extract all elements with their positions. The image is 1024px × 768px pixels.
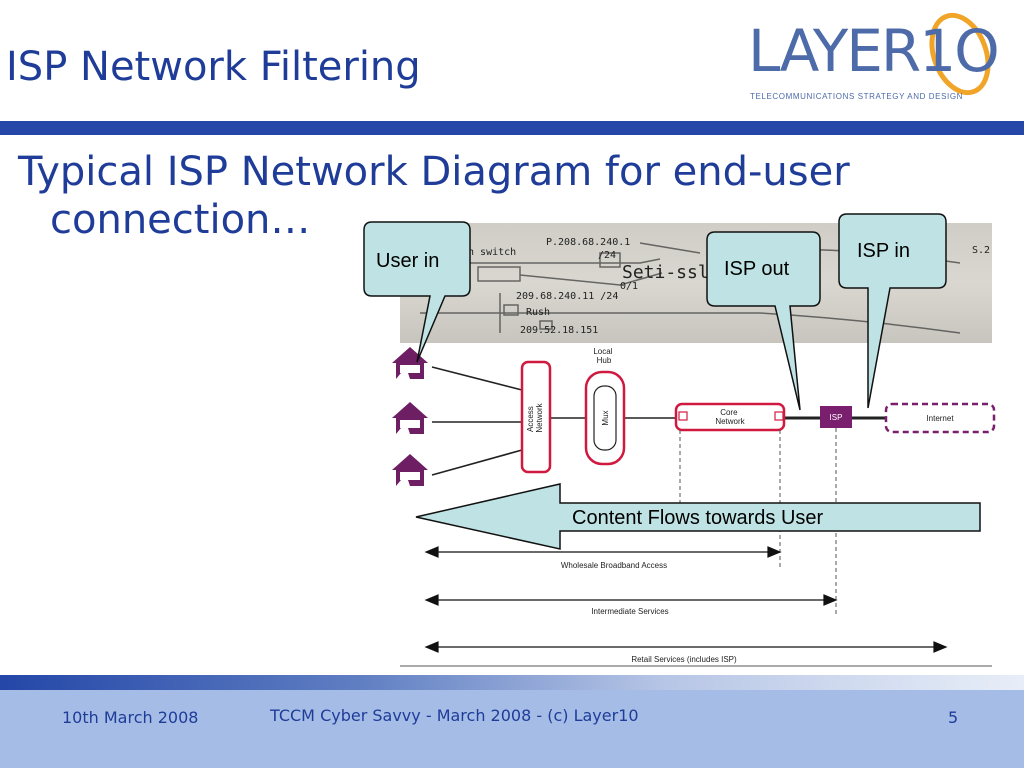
- photo-label-ip2: 209.68.240.11 /24: [516, 291, 618, 302]
- photo-label-ip1: P.208.68.240.1: [546, 237, 630, 248]
- footer-gradient-strip: [0, 675, 1024, 690]
- logo-wordmark: LAYER1O: [748, 17, 1000, 85]
- core-network-label-1: Core: [720, 408, 738, 417]
- logo-orbit-icon: [929, 12, 991, 96]
- subtitle-line-1: Typical ISP Network Diagram for end-user: [18, 149, 850, 195]
- mux-label: Mux: [601, 410, 610, 425]
- internet-label: Internet: [926, 414, 954, 423]
- core-network-label-2: Network: [715, 417, 745, 426]
- home-icon-3: [392, 454, 428, 486]
- home-icon-1: [392, 347, 428, 379]
- mux-node: [593, 385, 617, 451]
- photo-label-ip3: 209.52.18.151: [520, 325, 598, 336]
- access-network-label-2: Network: [535, 402, 544, 432]
- slide-title: ISP Network Filtering: [6, 44, 421, 90]
- svg-text:Access Network: Access Network: [526, 402, 544, 432]
- footer-event: TCCM Cyber Savvy - March 2008 - (c) Laye…: [270, 706, 639, 725]
- photo-label-switch: on switch: [462, 247, 516, 258]
- user-in-label: User in: [376, 250, 440, 272]
- network-diagram: Access Network Local Hub Mux Core Networ…: [392, 347, 996, 667]
- layer10-logo: LAYER1O TELECOMMUNICATIONS STRATEGY AND …: [742, 8, 1012, 108]
- photo-label-port: 0/1: [620, 281, 638, 292]
- isp-node: [820, 406, 852, 428]
- content-flow-label: Content Flows towards User: [572, 507, 824, 529]
- core-port-right-icon: [774, 411, 784, 421]
- subtitle-line-2: connection…: [50, 197, 311, 243]
- intermediate-range-label: Intermediate Services: [591, 607, 668, 616]
- isp-in-label: ISP in: [857, 240, 910, 262]
- footer-date: 10th March 2008: [62, 708, 199, 727]
- core-port-left-icon: [678, 411, 688, 421]
- isp-label: ISP: [830, 413, 843, 422]
- access-network-label-1: Access: [526, 406, 535, 432]
- logo-tagline: TELECOMMUNICATIONS STRATEGY AND DESIGN: [750, 92, 964, 101]
- wholesale-range-label: Wholesale Broadband Access: [561, 561, 667, 570]
- internet-node: [884, 402, 996, 434]
- photo-label-rush: Rush: [526, 307, 550, 318]
- isp-out-label: ISP out: [724, 258, 790, 280]
- slide-footer: 10th March 2008 TCCM Cyber Savvy - March…: [0, 690, 1024, 768]
- photo-label-seti: Seti-ssl-: [622, 262, 720, 283]
- photo-label-mask: /24: [598, 250, 616, 261]
- access-network-node: [520, 360, 552, 474]
- retail-range-label: Retail Services (includes ISP): [631, 655, 737, 664]
- svg-text:Core Network: Core Network: [715, 408, 745, 426]
- footer-page-number: 5: [948, 708, 959, 727]
- local-hub-label-2: Hub: [597, 356, 612, 365]
- slide-subtitle: Typical ISP Network Diagram for end-user…: [18, 148, 998, 244]
- home-icon-2: [392, 402, 428, 434]
- local-hub-label-1: Local: [593, 347, 612, 356]
- svg-text:Local Hub: Local Hub: [593, 347, 614, 365]
- header-divider-bar: [0, 121, 1024, 135]
- photo-label-s2: S.2: [972, 245, 990, 256]
